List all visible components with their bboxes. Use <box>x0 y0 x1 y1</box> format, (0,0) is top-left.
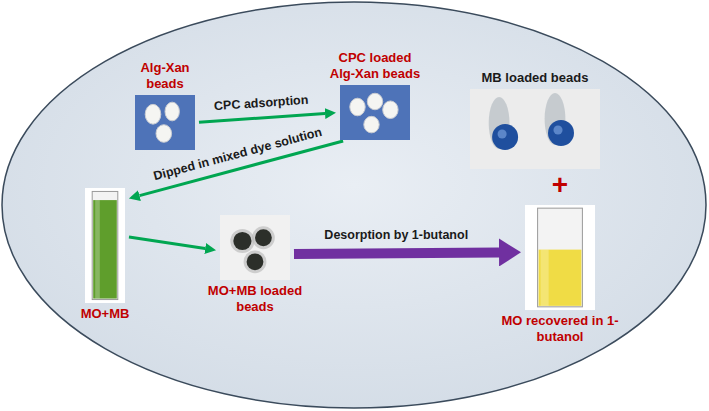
node-caption: MO recovered in 1-butanol <box>500 313 620 345</box>
photo-node: MO recovered in 1-butanol <box>500 202 620 345</box>
photo-drawing <box>525 205 595 310</box>
photo-node: CPC loaded Alg-Xan beads <box>325 50 425 143</box>
photo <box>525 205 595 310</box>
photo-node: Alg-Xan beads <box>125 60 205 153</box>
bead <box>492 124 518 150</box>
node-caption: MB loaded beads <box>470 70 600 86</box>
cuvette-liquid <box>93 200 117 298</box>
photo-background <box>470 89 600 169</box>
cuvette-body <box>538 208 583 307</box>
photo <box>220 215 290 280</box>
bead-highlight <box>498 129 507 138</box>
bead <box>145 104 161 124</box>
photo-background <box>220 215 290 280</box>
photo-drawing <box>135 95 195 150</box>
bead <box>350 98 365 116</box>
node-caption: MO+MB loaded beads <box>200 283 310 315</box>
photo-background <box>525 205 595 310</box>
bead-halo <box>252 226 275 249</box>
photo-node: MB loaded beads <box>470 70 600 172</box>
bead <box>548 120 574 146</box>
bead <box>156 125 172 143</box>
node-caption: MO+MB <box>70 306 140 322</box>
photo <box>470 89 600 169</box>
photo-background <box>340 85 410 140</box>
photo <box>340 85 410 140</box>
bead <box>233 232 251 250</box>
photo-drawing <box>340 85 410 140</box>
photo-texture <box>340 85 410 140</box>
photo-node: MO+MB <box>70 185 140 322</box>
process-arrow <box>129 237 205 249</box>
bead <box>255 229 272 246</box>
photo <box>135 95 195 150</box>
cuvette-glare <box>95 200 100 298</box>
bead <box>367 93 382 110</box>
photo-node: MO+MB loaded beads <box>200 212 310 315</box>
process-arrow <box>199 114 325 123</box>
photo-drawing <box>85 188 125 303</box>
bead <box>247 253 264 270</box>
cuvette-liquid <box>539 250 582 306</box>
cuvette-glare <box>541 250 549 306</box>
photo-background <box>85 188 125 303</box>
arrow-label: CPC adsorption <box>214 93 309 114</box>
photo-drawing <box>220 215 290 280</box>
photo-drawing <box>470 89 600 169</box>
node-caption: Alg-Xan beads <box>125 60 205 92</box>
process-arrow <box>294 252 499 254</box>
node-caption: CPC loaded Alg-Xan beads <box>325 50 425 82</box>
arrow-label: Desorption by 1-butanol <box>324 228 468 243</box>
photo <box>85 188 125 303</box>
photo-texture <box>135 95 195 150</box>
bead <box>364 116 379 133</box>
plus-sign: + <box>552 171 568 199</box>
cuvette-body <box>92 191 118 299</box>
bead-halo <box>244 250 267 273</box>
bead <box>383 101 398 119</box>
bead <box>165 102 179 121</box>
bead-highlight <box>553 125 562 134</box>
photo-background <box>135 95 195 150</box>
bead-halo <box>230 229 254 253</box>
